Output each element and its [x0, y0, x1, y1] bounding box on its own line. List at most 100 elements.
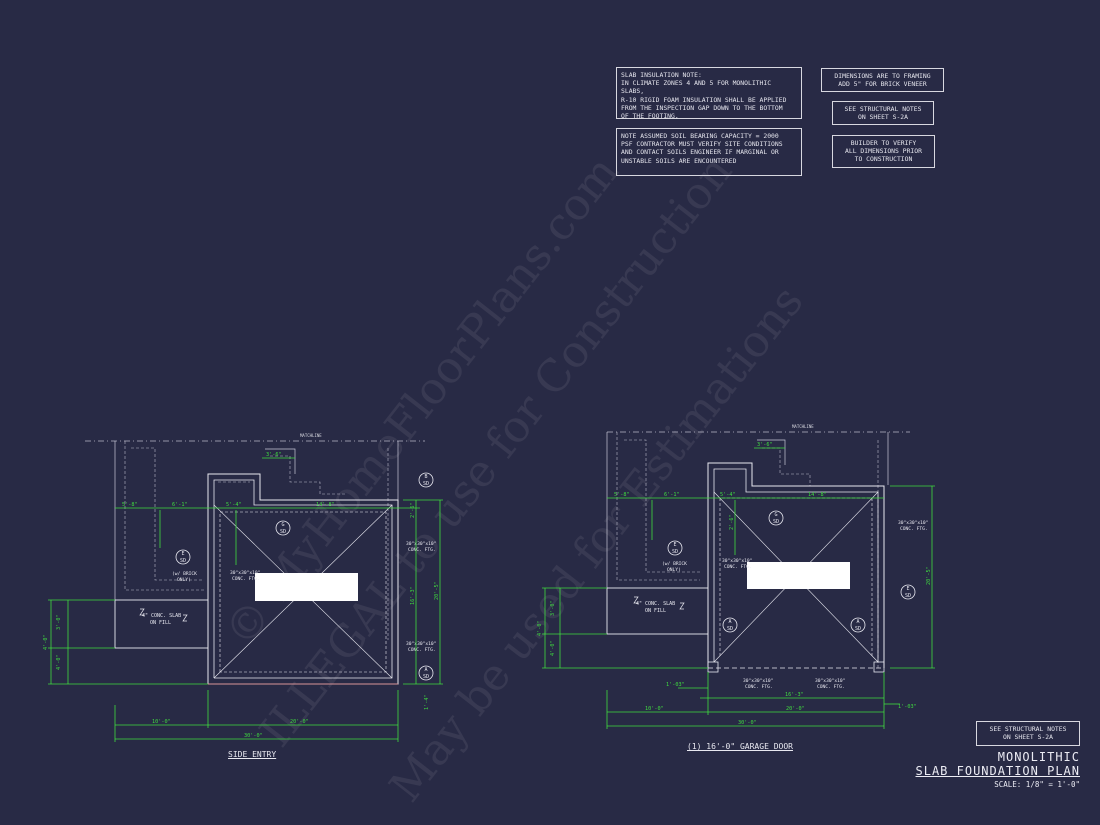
section-a-right-1-mark: A	[728, 619, 731, 625]
slab-insulation-note: SLAB INSULATION NOTE: IN CLIMATE ZONES 4…	[616, 67, 802, 120]
right-ftg-2-a: 30"x30"x10"	[898, 520, 928, 526]
right-stair-hidden	[762, 447, 835, 487]
section-g-left-mark: G	[281, 522, 284, 528]
left-brick-note-2: ONLY)	[177, 577, 191, 583]
right-ftg-3-b: CONC. FTG.	[745, 684, 773, 690]
section-g-right-mark: G	[774, 512, 777, 518]
dim-left-10: 10'-0"	[152, 719, 171, 725]
left-porch-slab	[114, 599, 209, 649]
dim-left-16-3: 16'-3"	[410, 586, 416, 605]
garage-door-plan: MATCHLINE	[537, 424, 935, 729]
dim-right-5-8: 5'-8"	[614, 492, 630, 498]
section-a-right-2-sd: SD	[855, 626, 861, 632]
left-ftg-1-a: 30"x30"x10"	[230, 570, 260, 576]
dim-left-6-1: 6'-1"	[172, 502, 188, 508]
dim-left-4-0: 4'-0"	[56, 654, 62, 670]
section-e-right-2-mark: E	[906, 586, 909, 592]
section-g-left-sd: SD	[280, 529, 286, 535]
dim-left-1-4: 1'-4"	[424, 694, 430, 710]
left-porch-hidden-2	[131, 447, 203, 581]
section-e-left	[175, 549, 191, 565]
title-line-2: SLAB FOUNDATION PLAN	[915, 764, 1080, 778]
right-ftg-1-b: CONC. FTG.	[724, 564, 752, 570]
section-g-right-sd: SD	[773, 519, 779, 525]
dim-right-3-6: 3'-6"	[757, 442, 773, 448]
section-b-left-mark: B	[424, 474, 427, 480]
left-section-marks	[175, 472, 434, 681]
dim-right-6-1: 6'-1"	[664, 492, 680, 498]
right-porch-hidden-1	[616, 432, 700, 581]
section-a-right-2-mark: A	[856, 619, 859, 625]
dim-right-1-03-left: 1'-03"	[666, 682, 685, 688]
dim-right-2-6: 2'-6"	[729, 514, 735, 530]
right-slab-outer	[707, 462, 885, 668]
left-ftg-1-b: CONC. FTG.	[232, 576, 260, 582]
side-entry-plan: MATCHLINE	[43, 433, 443, 742]
soil-bearing-note: NOTE ASSUMED SOIL BEARING CAPACITY = 200…	[616, 128, 802, 176]
section-e-left-mark: E	[181, 551, 184, 557]
right-ftg-pad-right	[873, 661, 885, 673]
matchline-label-left: MATCHLINE	[300, 433, 322, 438]
right-ftg-3-a: 30"x30"x10"	[743, 678, 773, 684]
framing-dimensions-note: DIMENSIONS ARE TO FRAMING ADD 5" FOR BRI…	[821, 68, 944, 92]
left-ftg-2-b: CONC. FTG.	[408, 547, 436, 553]
right-brick-note-2: ONLY)	[667, 567, 681, 573]
left-ftg-2-a: 30"x30"x10"	[406, 541, 436, 547]
section-a-left	[418, 665, 434, 681]
left-redacted-label	[255, 573, 358, 601]
left-porch-slab-label-2: ON FILL	[150, 620, 171, 626]
dim-left-5-8: 5'-8"	[122, 502, 138, 508]
right-stair-top	[757, 439, 786, 465]
title-block: MONOLITHIC SLAB FOUNDATION PLAN SCALE: 1…	[916, 750, 1081, 789]
dim-left-20: 20'-0"	[290, 719, 309, 725]
right-porch-slab-break	[633, 596, 685, 610]
section-g-right	[768, 510, 784, 526]
right-slab-inner	[713, 468, 879, 662]
drawing-scale: SCALE: 1/8" = 1'-0"	[994, 780, 1080, 789]
left-stair-top	[265, 448, 296, 474]
left-stair-hidden	[270, 455, 345, 495]
structural-notes-ref-bottom: SEE STRUCTURAL NOTES ON SHEET S-2a	[976, 721, 1080, 746]
structural-notes-ref-top: SEE STRUCTURAL NOTES ON SHEET S-2a	[832, 101, 934, 125]
right-ftg-pad-left	[707, 661, 719, 673]
dim-left-30: 30'-0"	[244, 733, 263, 739]
right-ftg-4-b: CONC. FTG.	[817, 684, 845, 690]
dim-right-1-03-right: 1'-03"	[898, 704, 917, 710]
section-e-right	[667, 540, 683, 556]
section-g-left	[275, 520, 291, 536]
right-porch-hidden-2	[624, 439, 700, 573]
dim-left-5-4: 5'-4"	[226, 502, 242, 508]
dim-left-3-6: 3'-6"	[266, 452, 282, 458]
garage-door-label: (1) 16'-0" GARAGE DOOR	[687, 742, 793, 751]
dim-right-20: 20'-0"	[786, 706, 805, 712]
left-ftg-3-b: CONC. FTG.	[408, 647, 436, 653]
dim-right-10: 10'-0"	[645, 706, 664, 712]
right-section-marks	[667, 510, 916, 633]
matchline-label-right: MATCHLINE	[792, 424, 814, 429]
dim-right-16-3: 16'-3"	[785, 692, 804, 698]
section-e-right-sd: SD	[672, 549, 678, 555]
left-ftg-3-a: 30"x30"x10"	[406, 641, 436, 647]
section-a-left-mark: A	[424, 667, 427, 673]
left-porch-slab-label-1: 4" CONC. SLAB	[142, 613, 181, 619]
right-porch-slab-label-1: 4" CONC. SLAB	[636, 601, 675, 607]
dim-right-4-0-outer: 4'-0"	[537, 620, 543, 636]
left-brick-note-1: (w/ BRICK	[172, 571, 197, 577]
section-a-left-sd: SD	[423, 674, 429, 680]
right-redacted-label	[747, 562, 850, 589]
section-a-right-1	[722, 617, 738, 633]
title-line-1: MONOLITHIC	[997, 750, 1080, 764]
section-b-left-sd: SD	[423, 481, 429, 487]
dim-left-4-0-outer: 4'-0"	[43, 634, 49, 650]
left-slab-dashed	[219, 511, 387, 673]
left-porch-hidden-1	[124, 441, 205, 591]
dim-left-2-6: 2'-6"	[410, 502, 416, 518]
dim-right-30: 30'-0"	[738, 720, 757, 726]
section-e-left-sd: SD	[180, 558, 186, 564]
dim-left-3-0: 3'-0"	[56, 614, 62, 630]
section-a-right-2	[850, 617, 866, 633]
left-porch-slab-break	[139, 608, 188, 622]
dim-left-14-8: 14'-8"	[316, 502, 335, 508]
